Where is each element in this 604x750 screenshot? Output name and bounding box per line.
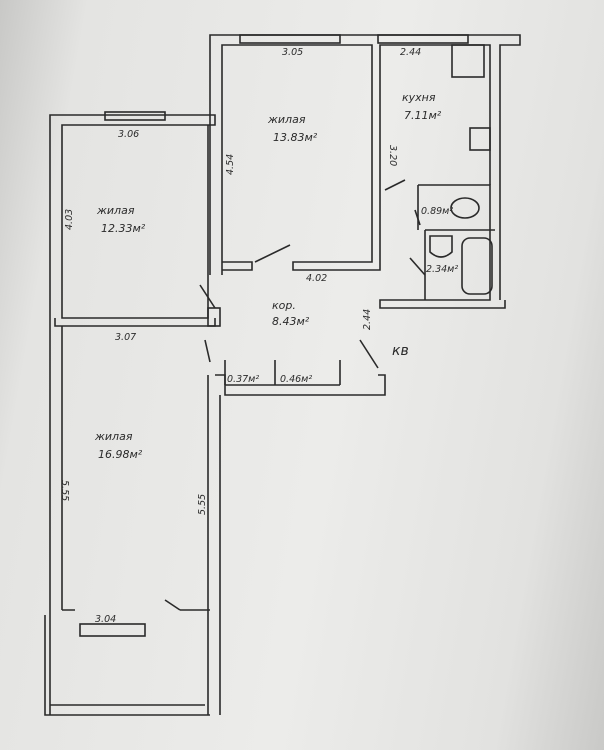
closet-1-area: 0.37м² — [227, 374, 259, 385]
room-living-bottom: жилая 16.98м² — [94, 430, 143, 461]
dim-label: 4.03 — [64, 209, 75, 230]
dim-label: 5.55 — [197, 494, 208, 515]
window-bottom-room — [79, 623, 146, 637]
room-label: жилая — [96, 204, 135, 217]
sink-icon — [469, 127, 491, 151]
room-label: жилая — [94, 430, 133, 443]
dimensions: 3.05 2.44 3.06 4.54 3.20 4.03 4.02 3.07 … — [59, 47, 421, 625]
stove-icon — [451, 44, 485, 78]
toilet-area: 0.89м² — [421, 206, 453, 217]
room-area: 12.33м² — [101, 222, 146, 235]
room-area: 16.98м² — [98, 448, 143, 461]
room-living-top: жилая 13.83м² — [267, 113, 318, 144]
window-kitchen — [377, 34, 469, 44]
dim-label: 5.55 — [59, 480, 70, 501]
room-area: 8.43м² — [272, 315, 310, 328]
dim-label: 3.07 — [115, 332, 136, 343]
dim-label: 4.02 — [306, 273, 327, 284]
room-area: 13.83м² — [273, 131, 318, 144]
room-label: жилая — [267, 113, 306, 126]
window-top-room — [239, 34, 341, 44]
bathroom-area: 2.34м² — [426, 264, 458, 275]
dim-label: 3.04 — [95, 614, 116, 625]
washbasin-icon — [429, 235, 453, 258]
dim-label: 3.20 — [387, 145, 398, 166]
room-corridor: кор. 8.43м² — [272, 299, 310, 328]
window-left-room — [104, 111, 166, 121]
apartment-note: кв — [392, 343, 409, 359]
room-label: кор. — [272, 299, 296, 312]
dim-label: 4.54 — [225, 154, 236, 175]
room-area: 7.11м² — [404, 109, 442, 122]
bathtub-icon — [461, 237, 493, 295]
toilet-icon — [450, 197, 480, 219]
dim-label: 2.44 — [400, 47, 421, 58]
room-label: кухня — [402, 91, 436, 104]
dim-label: 3.06 — [118, 129, 139, 140]
walls — [44, 34, 521, 716]
closet-2-area: 0.46м² — [280, 374, 312, 385]
dim-label: 3.05 — [282, 47, 303, 58]
dim-label: 2.44 — [362, 309, 373, 330]
room-living-left: жилая 12.33м² — [96, 204, 146, 235]
room-kitchen: кухня 7.11м² — [402, 91, 442, 122]
